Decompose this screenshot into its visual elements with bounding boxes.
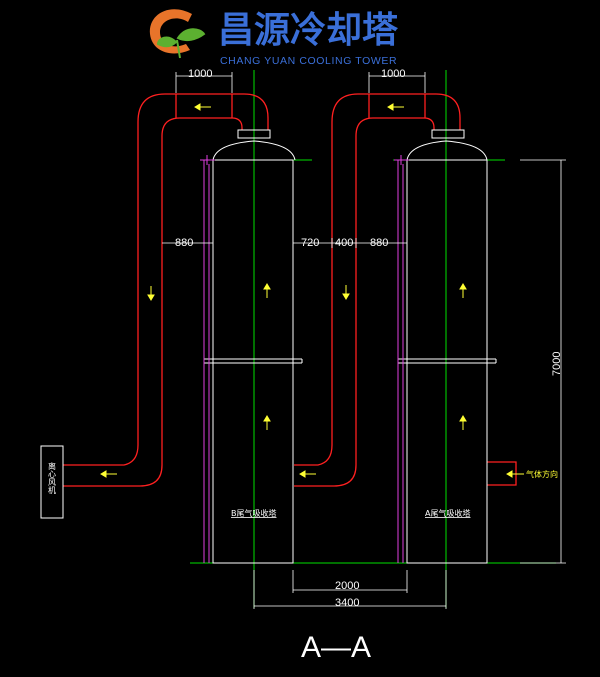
arrow-down-icon: [147, 286, 155, 301]
tower-a-dome: [406, 140, 488, 161]
tower-b-nozzle: [237, 129, 271, 139]
dim-duct-left: 1000: [188, 68, 212, 80]
arrow-left-icon: [506, 470, 524, 478]
duct-right-inner: [294, 117, 435, 487]
spray-pipe-b: [203, 160, 210, 563]
arrow-left-icon: [100, 470, 117, 478]
arrow-up-icon: [459, 415, 467, 430]
spray-pipes: [200, 155, 409, 563]
dim-gap-mid-b: 400: [335, 237, 353, 249]
flow-arrows: [100, 103, 524, 478]
dimension-lines: [162, 72, 566, 609]
arrow-down-icon: [342, 285, 350, 300]
duct-system: [63, 93, 517, 487]
tower-b-body: [212, 159, 294, 564]
duct-left-outer: [63, 93, 269, 466]
company-logo: 昌源冷却塔 CHANG YUAN COOLING TOWER: [149, 9, 399, 67]
centerlines: [190, 70, 556, 608]
tower-b: [204, 129, 303, 564]
gas-direction-label: 气体方向: [526, 469, 558, 479]
dim-gap-mid-c: 880: [370, 237, 388, 249]
tower-a: [398, 129, 497, 564]
fan-box: [40, 445, 64, 519]
pipe-cross-b-icon: [200, 155, 215, 165]
duct-left-inner: [63, 117, 243, 487]
arrow-left-icon: [299, 470, 316, 478]
tower-a-nozzle: [431, 129, 465, 139]
logo-chinese-name: 昌源冷却塔: [218, 10, 399, 51]
tower-b-dome: [212, 140, 296, 161]
dim-duct-right: 1000: [381, 68, 405, 80]
dim-gap-mid-a: 720: [301, 237, 319, 249]
tower-a-body: [406, 159, 488, 564]
towers: [40, 129, 497, 564]
dim-height: 7000: [551, 352, 563, 376]
dim-span-inner: 2000: [335, 580, 359, 592]
tower-a-label: A尾气吸收塔: [425, 508, 470, 518]
arrow-up-icon: [459, 283, 467, 298]
dim-gap-left: 880: [175, 237, 193, 249]
duct-right-outer: [294, 93, 461, 466]
arrow-left-icon: [387, 103, 404, 111]
logo-leaf-icon: [156, 28, 206, 59]
section-label: A—A: [301, 631, 371, 664]
logo-english-name: CHANG YUAN COOLING TOWER: [220, 55, 397, 67]
arrow-left-icon: [194, 103, 211, 111]
dim-span-outer: 3400: [335, 597, 359, 609]
fan-label: 离心风机: [48, 461, 57, 495]
arrow-up-icon: [263, 415, 271, 430]
tower-b-label: B尾气吸收塔: [231, 508, 277, 518]
pipe-cross-a-icon: [394, 155, 409, 165]
spray-pipe-a: [397, 160, 404, 563]
arrow-up-icon: [263, 283, 271, 298]
